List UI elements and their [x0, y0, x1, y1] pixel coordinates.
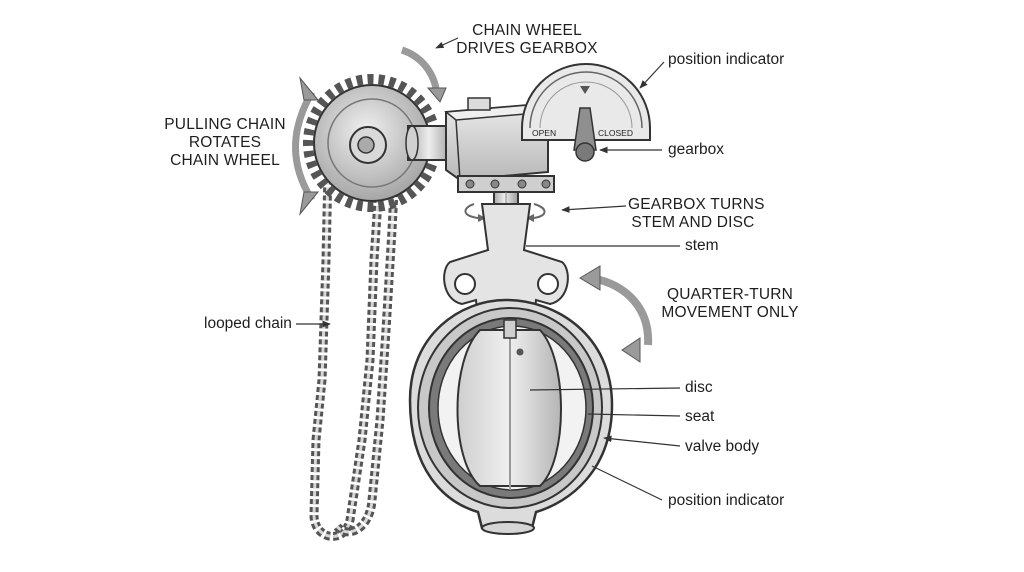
label-seat: seat	[685, 408, 715, 425]
label-chain-wheel-drives-gearbox: CHAIN WHEEL DRIVES GEARBOX	[452, 22, 602, 58]
label-line: CHAIN WHEEL	[472, 22, 582, 39]
dial-closed-text: CLOSED	[598, 128, 633, 138]
label-position-indicator-top: position indicator	[668, 51, 785, 68]
label-looped-chain: looped chain	[204, 315, 292, 332]
chain-pull-arrow	[292, 76, 320, 216]
label-quarter-turn: QUARTER-TURN MOVEMENT ONLY	[660, 286, 800, 322]
label-line: MOVEMENT ONLY	[661, 304, 799, 321]
stem-rotation-arrows	[464, 203, 546, 222]
label-line: QUARTER-TURN	[666, 286, 794, 303]
label-disc: disc	[685, 379, 713, 396]
label-line: GEARBOX TURNS	[628, 196, 765, 213]
gearbox-shaft	[405, 125, 455, 161]
label-line: STEM AND DISC	[631, 214, 755, 231]
valve-neck	[443, 203, 569, 321]
looped-chain	[309, 107, 401, 541]
valve-disc	[456, 319, 562, 490]
chain-wheel	[303, 74, 441, 212]
position-indicator-dial: OPEN CLOSED	[521, 63, 651, 162]
label-line: PULLING CHAIN	[164, 116, 286, 133]
wheel-rotation-arrow	[400, 46, 447, 103]
quarter-turn-arrow	[579, 265, 653, 363]
label-valve-body: valve body	[685, 438, 760, 455]
label-line: DRIVES GEARBOX	[456, 40, 598, 57]
leader-lines	[296, 37, 681, 501]
label-line: ROTATES	[188, 134, 262, 151]
label-gearbox: gearbox	[668, 141, 725, 158]
label-stem: stem	[685, 237, 719, 254]
dial-open-text: OPEN	[532, 128, 556, 138]
label-line: CHAIN WHEEL	[170, 152, 280, 169]
label-position-indicator-bottom: position indicator	[668, 492, 785, 509]
label-pulling-chain: PULLING CHAIN ROTATES CHAIN WHEEL	[160, 116, 290, 170]
label-gearbox-turns: GEARBOX TURNS STEM AND DISC	[628, 196, 765, 232]
